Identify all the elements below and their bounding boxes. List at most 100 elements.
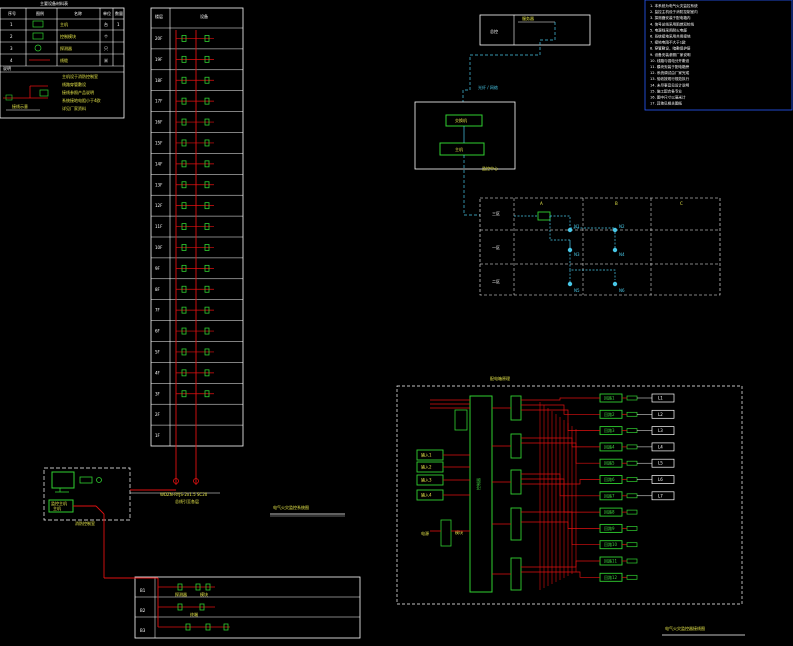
output-circuit-label: 回路10 [604, 541, 618, 547]
network-box-caption: 监控中心 [482, 165, 498, 171]
riser-detector-icon [181, 202, 187, 210]
legend-header-unit: 单位 [103, 10, 111, 16]
terminal-box [651, 442, 675, 452]
riser-detector-icon [181, 306, 187, 314]
relay-group-block [510, 395, 522, 421]
output-breaker-icon [626, 493, 638, 499]
notes-line: 1. 本系统为电气火灾监控系统 [650, 3, 698, 8]
terminal-box [651, 491, 675, 501]
riser-floor-label: 2F [155, 412, 161, 417]
relay-group-block [510, 507, 522, 541]
riser-detector-icon [181, 390, 187, 398]
zone-node-6-icon [612, 281, 618, 287]
notes-line: 12. 系统调试由厂家完成 [650, 70, 690, 75]
output-circuit-label: 回路7 [604, 492, 615, 498]
riser-detector-icon [181, 55, 187, 63]
notes-line: 15. 施工配合各专业 [650, 88, 682, 93]
basement-row-b1: B1 [140, 588, 146, 593]
riser-module-icon [204, 76, 210, 84]
zone-node-4-icon [612, 247, 618, 253]
legend-row-1-no: 1 [10, 22, 13, 27]
riser-module-icon [204, 202, 210, 210]
riser-module-icon [204, 55, 210, 63]
legend-note-line-1: 主机设于消防控制室 [62, 73, 98, 79]
riser-floor-label: 4F [155, 370, 161, 375]
basement-panel: B1 B2 B3 探测器 模块 终端 [104, 576, 361, 639]
legend-row-1-name: 主机 [60, 21, 68, 27]
riser-module-icon [204, 97, 210, 105]
input-device-label: 输入4 [421, 492, 432, 498]
basement-row-b3: B3 [140, 628, 146, 633]
legend-row-3-name: 探测器 [60, 45, 72, 51]
input-device-label: 输入1 [421, 452, 432, 458]
legend-row-2-no: 2 [10, 34, 13, 39]
basement-row-b2: B2 [140, 608, 146, 613]
riser-detector-icon [181, 348, 187, 356]
riser-module-icon [204, 306, 210, 314]
wiring-title: 配电箱原理 [490, 375, 510, 381]
controller-bus-block [469, 395, 493, 593]
terminal-box [651, 409, 675, 419]
output-breaker-icon [626, 509, 638, 515]
terminal-label: L6 [658, 477, 663, 482]
terminal-box [651, 475, 675, 484]
riser-module-icon [204, 139, 210, 147]
notes-line: 7. 接地电阻不大于1欧 [650, 40, 686, 45]
terminal-label: L4 [658, 444, 663, 449]
output-breaker-icon [626, 558, 638, 564]
riser-module-icon [204, 348, 210, 356]
notes-line: 10. 线路与强电分开敷设 [650, 58, 690, 63]
network-col-a: A [540, 201, 543, 206]
riser-floor-label: 9F [155, 266, 161, 271]
network-link-line [462, 22, 556, 102]
legend-header-no: 序号 [8, 10, 16, 16]
output-circuit-label: 回路9 [604, 525, 615, 531]
network-row-2: 二区 [492, 279, 500, 284]
network-col-b: B [615, 201, 618, 206]
output-breaker-icon [626, 477, 638, 482]
riser-detector-icon [181, 35, 187, 42]
output-breaker-icon [626, 395, 638, 401]
riser-cable-note: 总线引至各层 [175, 498, 199, 504]
output-wire [521, 473, 600, 497]
output-wire [521, 409, 600, 431]
output-wire [521, 437, 600, 448]
riser-floor-label: 6F [155, 329, 161, 334]
terminal-label: L3 [658, 428, 663, 433]
network-device2-label: 主机 [455, 146, 463, 152]
output-wire [521, 397, 600, 401]
zone-node-1-icon [567, 227, 573, 233]
network-row-3: 三区 [492, 211, 500, 216]
riser-detector-icon [181, 97, 187, 105]
aux-power-icon [454, 409, 468, 431]
legend-note-line-2: 线路穿管敷设 [62, 81, 86, 87]
detector-symbol-icon [34, 44, 42, 52]
riser-floor-label: 12F [155, 203, 163, 208]
riser-floor-label: 14F [155, 161, 163, 166]
riser-floor-label: 20F [155, 36, 163, 41]
legend-note-line-3: 接线参照产品说明 [62, 89, 94, 95]
riser-floor-label: 18F [155, 78, 163, 83]
aux-power-label: 电源 [421, 530, 429, 536]
riser-module-icon [204, 369, 210, 377]
terminal-label: L1 [658, 396, 663, 401]
riser-detector-icon [181, 327, 187, 335]
monitor-icon [51, 471, 75, 489]
riser-floor-label: 5F [155, 349, 161, 354]
riser-detector-icon [181, 181, 187, 189]
legend-note-line-5: 详见厂家资料 [62, 105, 86, 111]
printer-icon [79, 476, 93, 484]
notes-line: 9. 设备安装参照厂家说明 [650, 52, 691, 57]
output-circuit-label: 回路5 [604, 460, 615, 466]
riser-floor-label: 10F [155, 245, 163, 250]
basement-device-1: 探测器 [175, 591, 187, 597]
zone-node-label-4: N4 [619, 252, 625, 257]
network-zone-grid [479, 197, 721, 296]
control-room-caption: 消防控制室 [75, 520, 95, 526]
riser-floor-label: 1F [155, 433, 161, 438]
zone-node-5-icon [567, 281, 573, 287]
network-link-label: 光纤 / 网络 [478, 84, 498, 90]
riser-floor-label: 3F [155, 391, 161, 396]
